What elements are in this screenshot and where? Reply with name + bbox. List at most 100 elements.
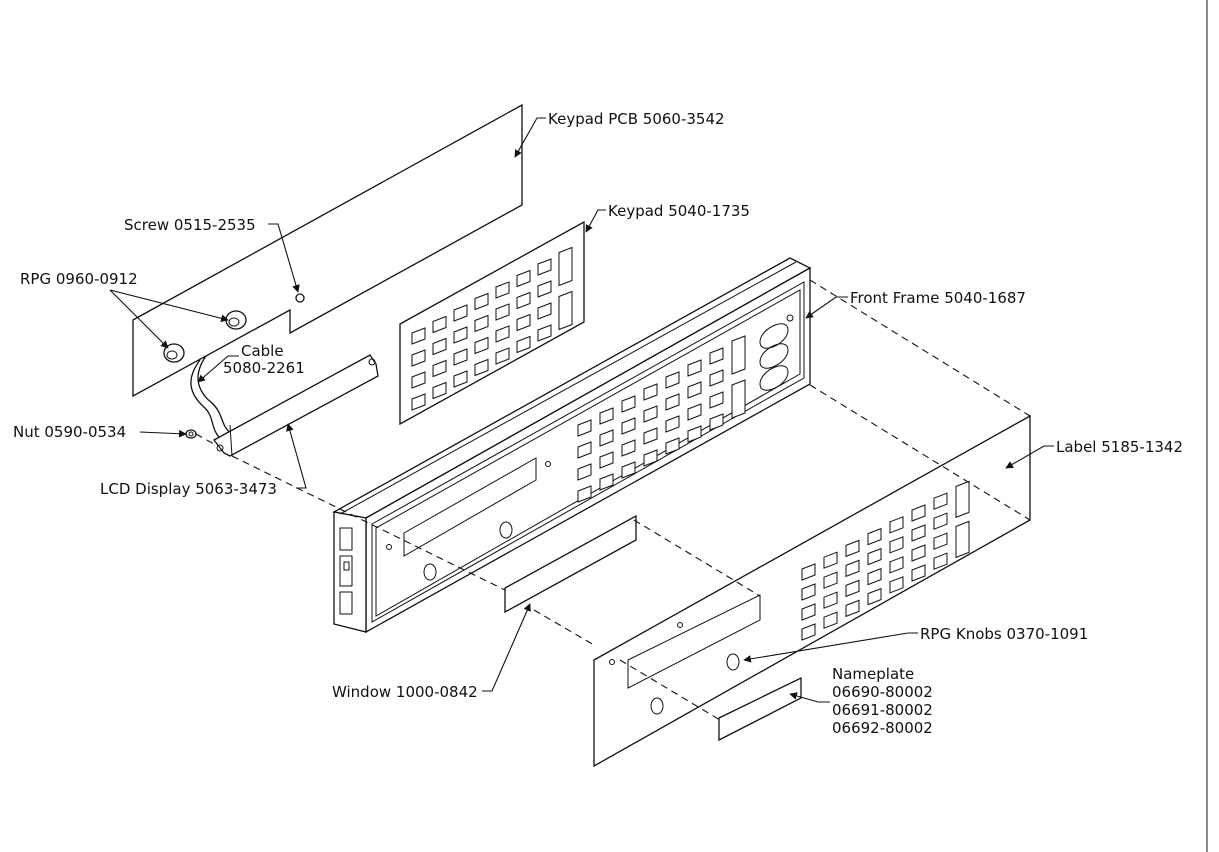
nut-part (185, 429, 197, 439)
key (823, 551, 838, 569)
label-keypad-pcb: Keypad PCB 5060-3542 (548, 110, 725, 128)
label-keypad: Keypad 5040-1735 (608, 202, 750, 220)
key (495, 347, 510, 365)
key (453, 348, 468, 366)
key (474, 336, 489, 355)
rpg-knob-lower (163, 343, 185, 363)
key (537, 258, 552, 276)
key (801, 563, 816, 581)
screw-part (295, 293, 305, 303)
label-rpg-knobs: RPG Knobs 0370-1091 (920, 625, 1088, 643)
key (933, 532, 948, 550)
key (432, 359, 447, 378)
lcd-display-part (213, 354, 379, 457)
key (845, 579, 860, 598)
key (709, 391, 724, 409)
key (709, 413, 724, 431)
key (599, 429, 614, 447)
key (889, 516, 904, 534)
assembly-lines (195, 279, 1031, 721)
label-cable-line-2: 5080-2261 (223, 359, 305, 377)
label-nameplate-1: 06690-80002 (832, 683, 933, 701)
key (621, 439, 636, 457)
key (889, 556, 904, 574)
key (621, 417, 636, 435)
key (665, 415, 680, 433)
key (474, 292, 489, 311)
key (453, 326, 468, 344)
key (955, 480, 970, 519)
key (933, 512, 948, 530)
key (731, 335, 746, 375)
key (474, 358, 489, 377)
key (933, 492, 948, 510)
key (955, 520, 970, 559)
label-lcd-display: LCD Display 5063-3473 (100, 480, 277, 498)
key (867, 547, 882, 566)
key (453, 370, 468, 388)
key (867, 527, 882, 546)
rpg-knob-upper (225, 310, 247, 330)
label-screw: Screw 0515-2535 (124, 216, 256, 234)
nameplate-part (718, 676, 802, 742)
key (643, 449, 658, 467)
key (411, 393, 426, 411)
key (558, 246, 573, 287)
key (577, 441, 592, 459)
key (801, 603, 816, 621)
key (621, 461, 636, 479)
key (801, 623, 816, 641)
key (665, 393, 680, 411)
key (709, 369, 724, 387)
key (411, 327, 426, 345)
key (577, 463, 592, 481)
key (432, 337, 447, 356)
key (665, 371, 680, 389)
key (687, 359, 702, 377)
key (801, 583, 816, 601)
label-window: Window 1000-0842 (332, 683, 478, 701)
key (411, 349, 426, 367)
keypad-pcb-part (132, 103, 523, 398)
key (845, 559, 860, 578)
key (867, 567, 882, 586)
label-nameplate-title: Nameplate (832, 665, 914, 683)
front-frame-part (332, 257, 812, 634)
window-part (504, 514, 637, 614)
key (643, 405, 658, 423)
key (599, 407, 614, 425)
key (889, 536, 904, 554)
key (599, 473, 614, 491)
key (411, 371, 426, 389)
label-rpg: RPG 0960-0912 (20, 270, 138, 288)
key (845, 599, 860, 618)
keypad-part (399, 220, 585, 426)
key (621, 395, 636, 413)
key (709, 347, 724, 365)
key (643, 383, 658, 401)
label-nut: Nut 0590-0534 (13, 423, 126, 441)
key (495, 303, 510, 321)
leader-lines (109, 117, 1054, 703)
key (731, 379, 746, 419)
key (558, 290, 573, 331)
key (599, 451, 614, 469)
label-front-frame: Front Frame 5040-1687 (850, 289, 1026, 307)
label-nameplate-2: 06691-80002 (832, 701, 933, 719)
key (911, 564, 926, 582)
key (516, 313, 531, 332)
label-label: Label 5185-1342 (1056, 438, 1183, 456)
key (516, 291, 531, 310)
label-part (593, 414, 1031, 768)
key (474, 314, 489, 333)
label-cable-line-1: Cable (241, 342, 284, 360)
key (537, 280, 552, 298)
key (643, 427, 658, 445)
key (432, 381, 447, 400)
key (687, 381, 702, 399)
key (577, 419, 592, 437)
key (495, 281, 510, 299)
cable-part (190, 355, 233, 441)
key (432, 315, 447, 334)
